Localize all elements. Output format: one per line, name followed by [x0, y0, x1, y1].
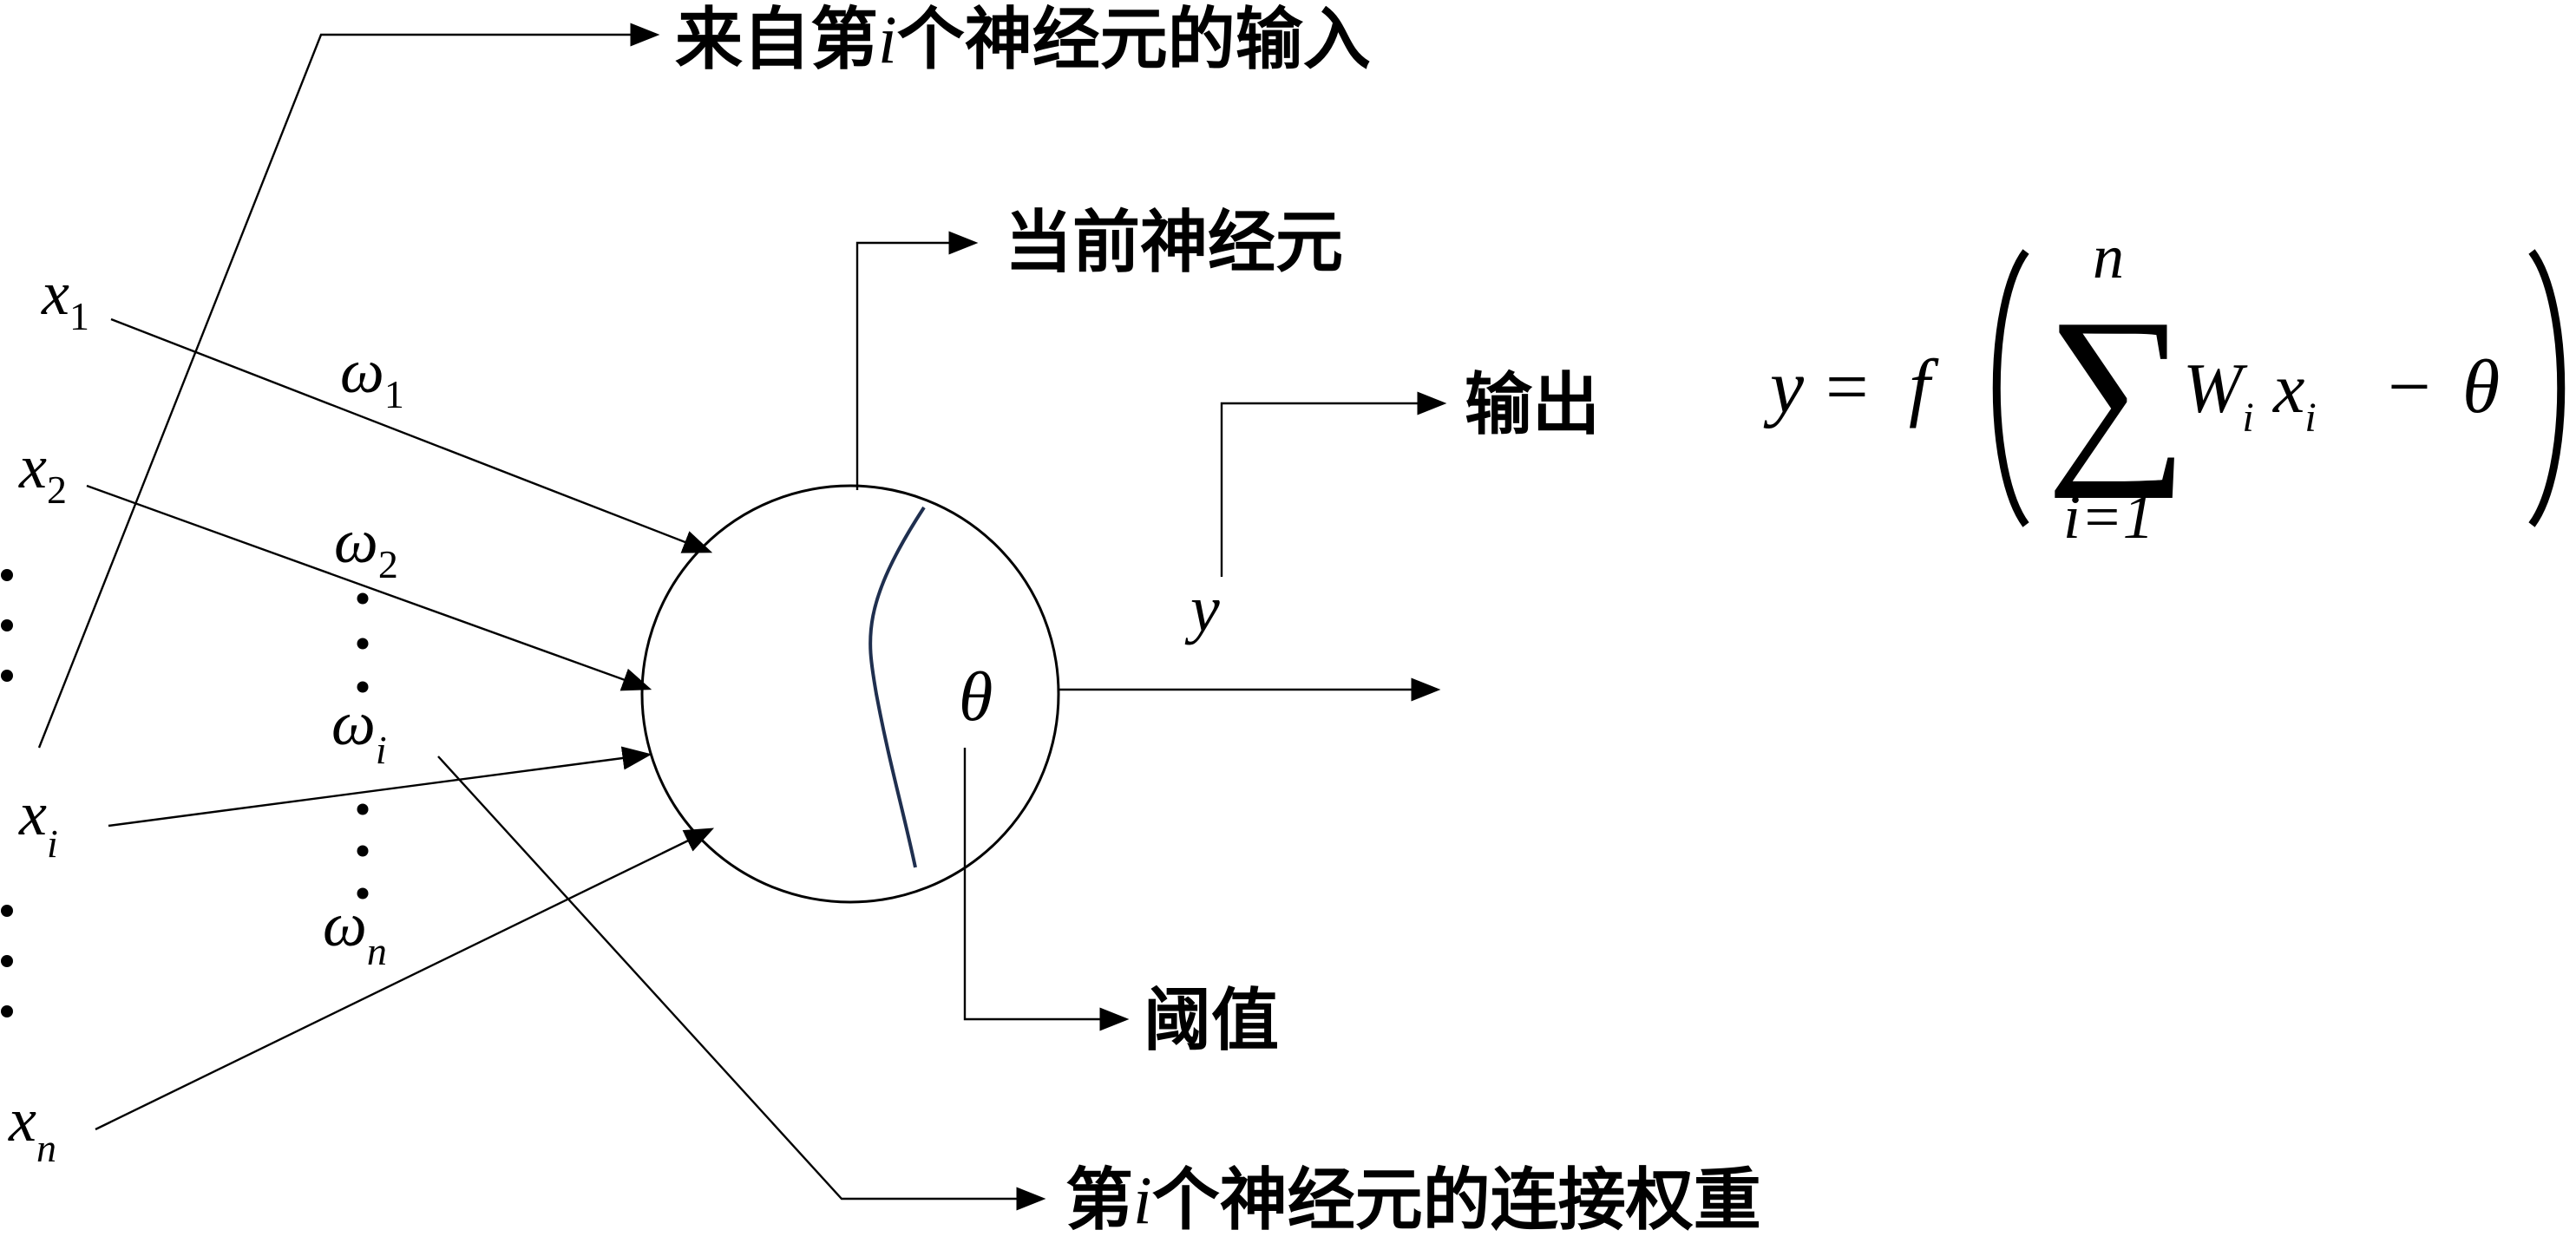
formula-theta: θ [2462, 345, 2500, 429]
output-leader [1220, 391, 1447, 577]
ellipsis-dots-left-top [1, 569, 13, 682]
formula-sum-lower: i=1 [2063, 482, 2154, 552]
input-arrow-2 [86, 484, 652, 691]
weight-leader [437, 756, 1046, 1211]
formula-equals: = [1825, 345, 1869, 429]
ellipsis-dots-weights-top [357, 592, 369, 693]
current-neuron-leader [855, 231, 979, 490]
output-label-y: y [1184, 572, 1220, 645]
threshold-leader [963, 748, 1130, 1031]
activation-formula: y = f n ∑ i=1 Wi xi − θ [1763, 222, 2566, 552]
input-label-xn: xn [8, 1085, 56, 1170]
formula-right-paren [2528, 249, 2566, 527]
input-arrow-n [95, 828, 715, 1131]
formula-func-f: f [1909, 345, 1939, 429]
formula-minus: − [2388, 345, 2431, 429]
weight-label-omega-2: ω2 [334, 507, 398, 586]
input-arrow-i [108, 746, 652, 828]
input-label-x1: x1 [41, 258, 89, 338]
formula-x: xi [2272, 349, 2317, 441]
ellipsis-dots-left-bottom [1, 905, 13, 1017]
current-neuron-text: 当前神经元 [1005, 204, 1343, 282]
ellipsis-dots-weights-bottom [357, 803, 369, 900]
threshold-text: 阈值 [1144, 982, 1279, 1060]
threshold-symbol-theta: θ [959, 659, 993, 736]
weight-label-omega-i: ωi [331, 689, 387, 772]
input-label-xi: xi [18, 779, 58, 866]
formula-W: Wi [2183, 349, 2254, 441]
formula-sum-upper-n: n [2093, 222, 2124, 291]
input-annotation-leader [37, 23, 660, 749]
formula-sigma: ∑ [2046, 278, 2188, 499]
output-text: 输出 [1465, 366, 1600, 444]
formula-left-paren [1992, 249, 2029, 527]
neuron-circle [640, 484, 1060, 904]
weight-annotation-text: 第i个神经元的连接权重 [1065, 1161, 1761, 1240]
input-arrow-1 [110, 317, 713, 553]
threshold-curve [868, 506, 926, 868]
weight-label-omega-n: ωn [323, 890, 387, 973]
input-label-x2: x2 [18, 432, 67, 512]
formula-lhs-y: y [1763, 345, 1805, 429]
weight-label-omega-1: ω1 [340, 337, 404, 416]
input-annotation-text: 来自第i个神经元的输入 [675, 1, 1371, 79]
